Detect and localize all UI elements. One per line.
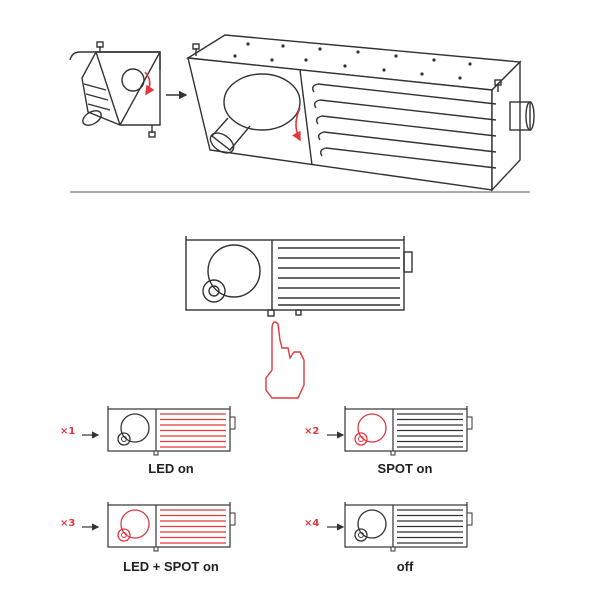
state-fixture (107, 502, 236, 552)
step-count: ×1 (60, 426, 76, 437)
rotate-arrow-icon (292, 107, 301, 142)
fixture-front-view (185, 236, 413, 317)
hand-icon (265, 321, 305, 399)
rotate-arrow-icon (144, 71, 155, 96)
state-label-led-on: LED on (148, 461, 194, 476)
spot-cone-icon (120, 413, 150, 443)
step-count: ×2 (304, 426, 320, 437)
spot-cone-icon (357, 413, 387, 443)
state-fixture (344, 502, 473, 552)
large-fixture-perspective (185, 34, 535, 192)
spot-cone-icon (120, 509, 150, 539)
state-label-led-spot-on: LED + SPOT on (123, 559, 219, 574)
state-label-off: off (396, 559, 414, 574)
spot-cone-icon (357, 509, 387, 539)
state-label-spot-on: SPOT on (377, 461, 433, 476)
small-rotated-fixture-icon (69, 41, 161, 138)
state-fixture (107, 406, 236, 456)
step-count: ×4 (304, 518, 320, 529)
step-count: ×3 (60, 518, 76, 529)
state-fixture (344, 406, 473, 456)
